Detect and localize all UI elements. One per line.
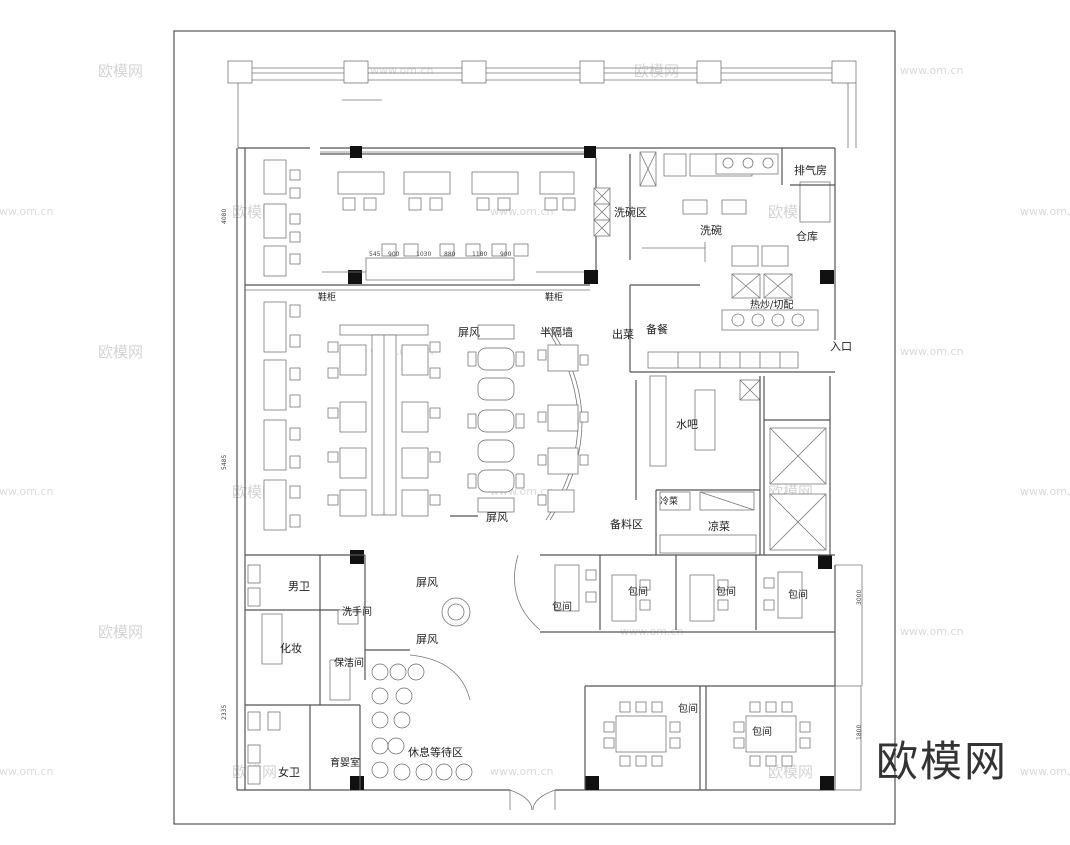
watermark-site: www.om.cn <box>0 485 53 498</box>
watermark-layer: 欧模网 欧模网 欧模网 欧模网 欧模网 欧模网 欧模网 欧模网 欧模网 欧模网 … <box>0 62 1070 781</box>
side-dim: 3000 <box>856 590 863 605</box>
top-window-strip <box>227 60 857 149</box>
private-room-label: 包间 <box>716 585 736 598</box>
dim-label: 1030 <box>416 251 431 258</box>
room-label: 保洁间 <box>334 656 364 669</box>
watermark-site: www.om.cn <box>1020 485 1070 498</box>
dim-label: 900 <box>500 251 512 258</box>
room-label: 女卫 <box>278 765 300 779</box>
watermark-site: www.om.cn <box>900 345 963 358</box>
drawing-frame <box>173 30 896 825</box>
watermark-site: www.om.cn <box>1020 205 1070 218</box>
room-label: 排气房 <box>794 163 827 177</box>
private-rooms-bottom: 包间 包间 <box>584 564 863 791</box>
screen-label: 屏风 <box>486 511 508 524</box>
dim-label: 1180 <box>472 251 487 258</box>
side-dimensions: 4080 5485 2335 3000 1800 <box>221 209 863 740</box>
kitchen-area: 排气房 洗碗区 洗碗 仓库 热炒/切配 入口 出菜 备餐 水吧 备料区 凉菜 冷… <box>593 148 852 555</box>
room-label: 育婴室 <box>330 756 360 769</box>
watermark-site: www.om.cn <box>1020 765 1070 778</box>
watermark-site: www.om.cn <box>0 205 53 218</box>
private-room-label: 包间 <box>552 600 572 613</box>
shoe-label: 鞋柜 <box>545 291 563 303</box>
lounge-area: 屏风 屏风 休息等待区 <box>365 576 556 811</box>
watermark-brand: 欧模网 <box>98 343 143 361</box>
dim-label: 900 <box>388 251 400 258</box>
watermark-site: www.om.cn <box>0 765 53 778</box>
restroom-block: 男卫 洗手间 化妆 保洁间 女卫 育婴室 <box>245 554 372 790</box>
room-label: 洗碗区 <box>614 205 647 219</box>
top-dining-area: 545 900 1030 880 1180 900 鞋柜 鞋柜 <box>263 159 584 303</box>
room-label: 出菜 <box>612 327 634 341</box>
private-room-label: 包间 <box>752 725 772 738</box>
room-label: 男卫 <box>288 580 310 593</box>
entrance-label: 入口 <box>830 340 852 353</box>
dim-label: 545 <box>369 251 381 258</box>
partition-label: 半隔墙 <box>540 325 573 339</box>
private-room-label: 包间 <box>788 588 808 601</box>
watermark-brand: 欧模网 <box>98 62 143 80</box>
side-dim: 1800 <box>856 725 863 740</box>
outer-walls <box>236 147 836 791</box>
room-label: 凉菜 <box>708 519 730 533</box>
watermark-brand: 欧模网 <box>98 623 143 641</box>
shoe-label: 鞋柜 <box>318 291 336 303</box>
room-label: 洗手间 <box>342 605 372 618</box>
dim-label: 880 <box>444 251 456 258</box>
side-dim: 2335 <box>221 705 228 720</box>
logo-mark: 欧模网 <box>876 737 1009 786</box>
area-label: 休息等待区 <box>408 745 463 759</box>
private-rooms-mid: 包间 包间 包间 包间 <box>514 554 835 633</box>
screen-label: 屏风 <box>458 326 480 339</box>
private-room-label: 包间 <box>628 585 648 598</box>
side-dim: 4080 <box>221 209 228 224</box>
room-label: 冷菜 <box>660 495 678 507</box>
room-label: 备餐 <box>646 322 668 336</box>
room-label: 热炒/切配 <box>750 298 793 311</box>
room-label: 仓库 <box>796 229 818 243</box>
private-room-label: 包间 <box>678 702 698 715</box>
room-label: 洗碗 <box>700 223 722 237</box>
watermark-site: www.om.cn <box>900 625 963 638</box>
screen-label: 屏风 <box>416 576 438 589</box>
room-label: 水吧 <box>676 418 698 431</box>
watermark-brand: 欧模网 <box>634 62 679 80</box>
watermark-site: www.om.cn <box>370 64 433 77</box>
room-label: 备料区 <box>610 517 643 531</box>
watermark-brand: 欧模网 <box>768 763 813 781</box>
side-dim: 5485 <box>221 455 228 470</box>
screen-label: 屏风 <box>416 633 438 646</box>
room-label: 化妆 <box>280 641 302 655</box>
watermark-site: www.om.cn <box>490 765 553 778</box>
watermark-site: www.om.cn <box>900 64 963 77</box>
main-dining-hall: 屏风 半隔墙 屏风 <box>263 301 589 531</box>
